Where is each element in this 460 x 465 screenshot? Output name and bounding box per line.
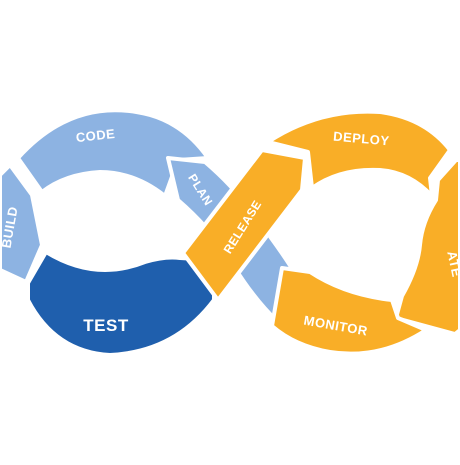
label-code: CODE xyxy=(75,126,116,145)
segment-operate xyxy=(394,158,460,336)
segment-monitor xyxy=(270,266,428,356)
segment-build xyxy=(0,163,44,284)
segment-code xyxy=(16,108,210,198)
segment-release xyxy=(181,148,307,302)
label-deploy: DEPLOY xyxy=(333,129,391,149)
segment-deploy xyxy=(266,109,452,198)
segment-test xyxy=(26,250,216,357)
label-test: TEST xyxy=(83,316,129,335)
